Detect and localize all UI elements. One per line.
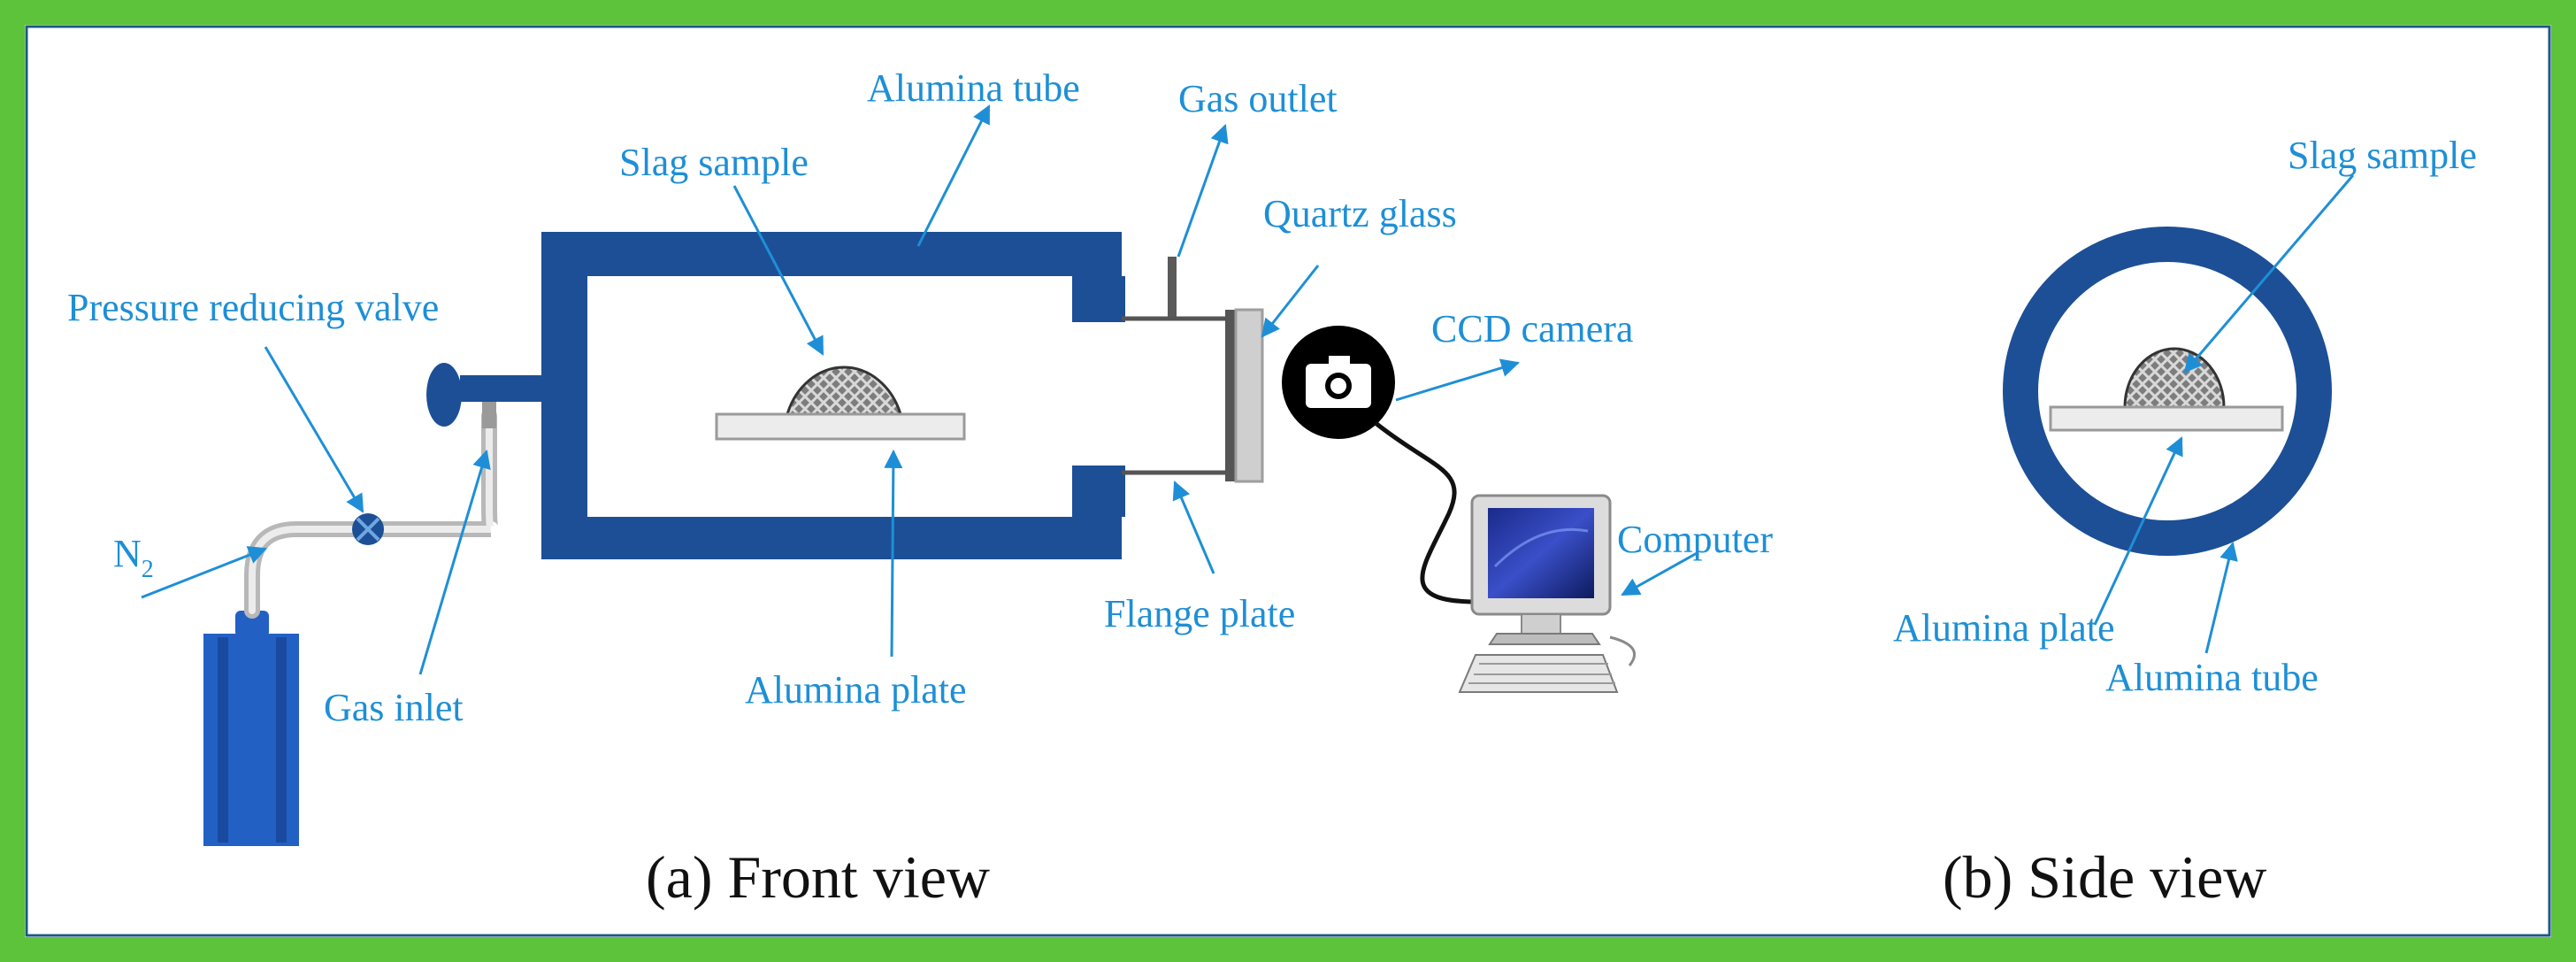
label-pressure-reducing-valve: Pressure reducing valve	[67, 286, 439, 329]
slag-sample-front	[785, 366, 903, 416]
camera-icon	[1282, 326, 1395, 439]
label-side-alumina-plate: Alumina plate	[1893, 606, 2115, 650]
label-ccd-camera: CCD camera	[1431, 307, 1633, 350]
quartz-glass	[1234, 308, 1264, 483]
label-alumina-tube: Alumina tube	[867, 66, 1080, 110]
label-quartz-glass: Quartz glass	[1263, 192, 1457, 235]
label-computer: Computer	[1617, 518, 1773, 561]
caption-front-view: (a) Front view	[646, 843, 990, 911]
alumina-tube-side	[2003, 227, 2332, 556]
label-side-slag-sample: Slag sample	[2288, 134, 2477, 177]
label-side-alumina-tube: Alumina tube	[2105, 656, 2319, 699]
label-alumina-plate: Alumina plate	[745, 668, 967, 712]
camera-cable	[1374, 421, 1478, 604]
label-gas-outlet: Gas outlet	[1178, 77, 1338, 120]
gas-inlet-nozzle	[426, 363, 541, 428]
valve-icon	[352, 513, 384, 545]
label-slag-sample: Slag sample	[619, 141, 809, 184]
label-flange-plate: Flange plate	[1104, 592, 1295, 635]
alumina-plate-front	[715, 412, 966, 441]
gas-cylinder-icon	[203, 611, 299, 846]
alumina-plate-side	[2049, 405, 2284, 432]
label-n2: N2	[113, 532, 154, 583]
flange-plate	[1122, 310, 1236, 481]
leader-arrows	[141, 104, 2355, 675]
label-gas-inlet: Gas inlet	[324, 686, 464, 729]
caption-side-view: (b) Side view	[1943, 843, 2266, 911]
inner-frame	[25, 25, 2551, 937]
gas-outlet-pipe	[1168, 257, 1177, 319]
computer-icon	[1458, 494, 1636, 693]
